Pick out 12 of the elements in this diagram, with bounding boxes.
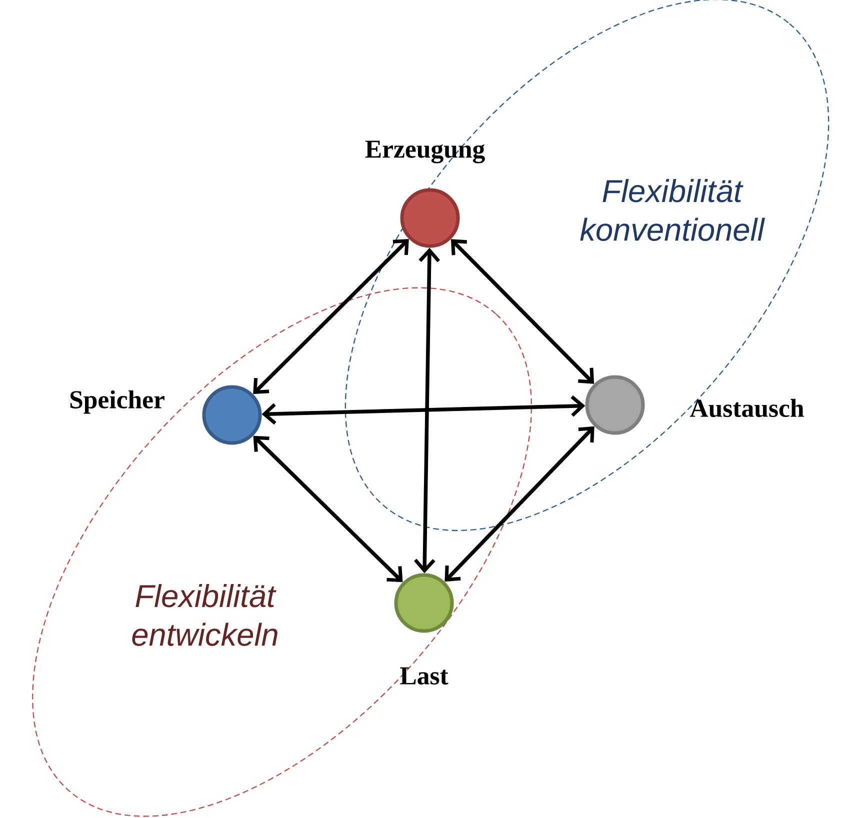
- double-arrow: [253, 238, 409, 394]
- node-label: Erzeugung: [365, 140, 485, 164]
- double-arrow: [262, 395, 586, 425]
- node-label: Speicher: [70, 390, 164, 414]
- double-arrow: [444, 426, 594, 582]
- group-label: Flexibilität entwickeln: [132, 584, 278, 646]
- group-label: Flexibilität konventionell: [580, 179, 765, 241]
- node-label: Last: [400, 667, 448, 685]
- node-label: Austausch: [690, 398, 804, 418]
- double-arrow: [253, 436, 403, 582]
- double-arrow: [450, 239, 594, 384]
- double-arrow: [414, 248, 440, 574]
